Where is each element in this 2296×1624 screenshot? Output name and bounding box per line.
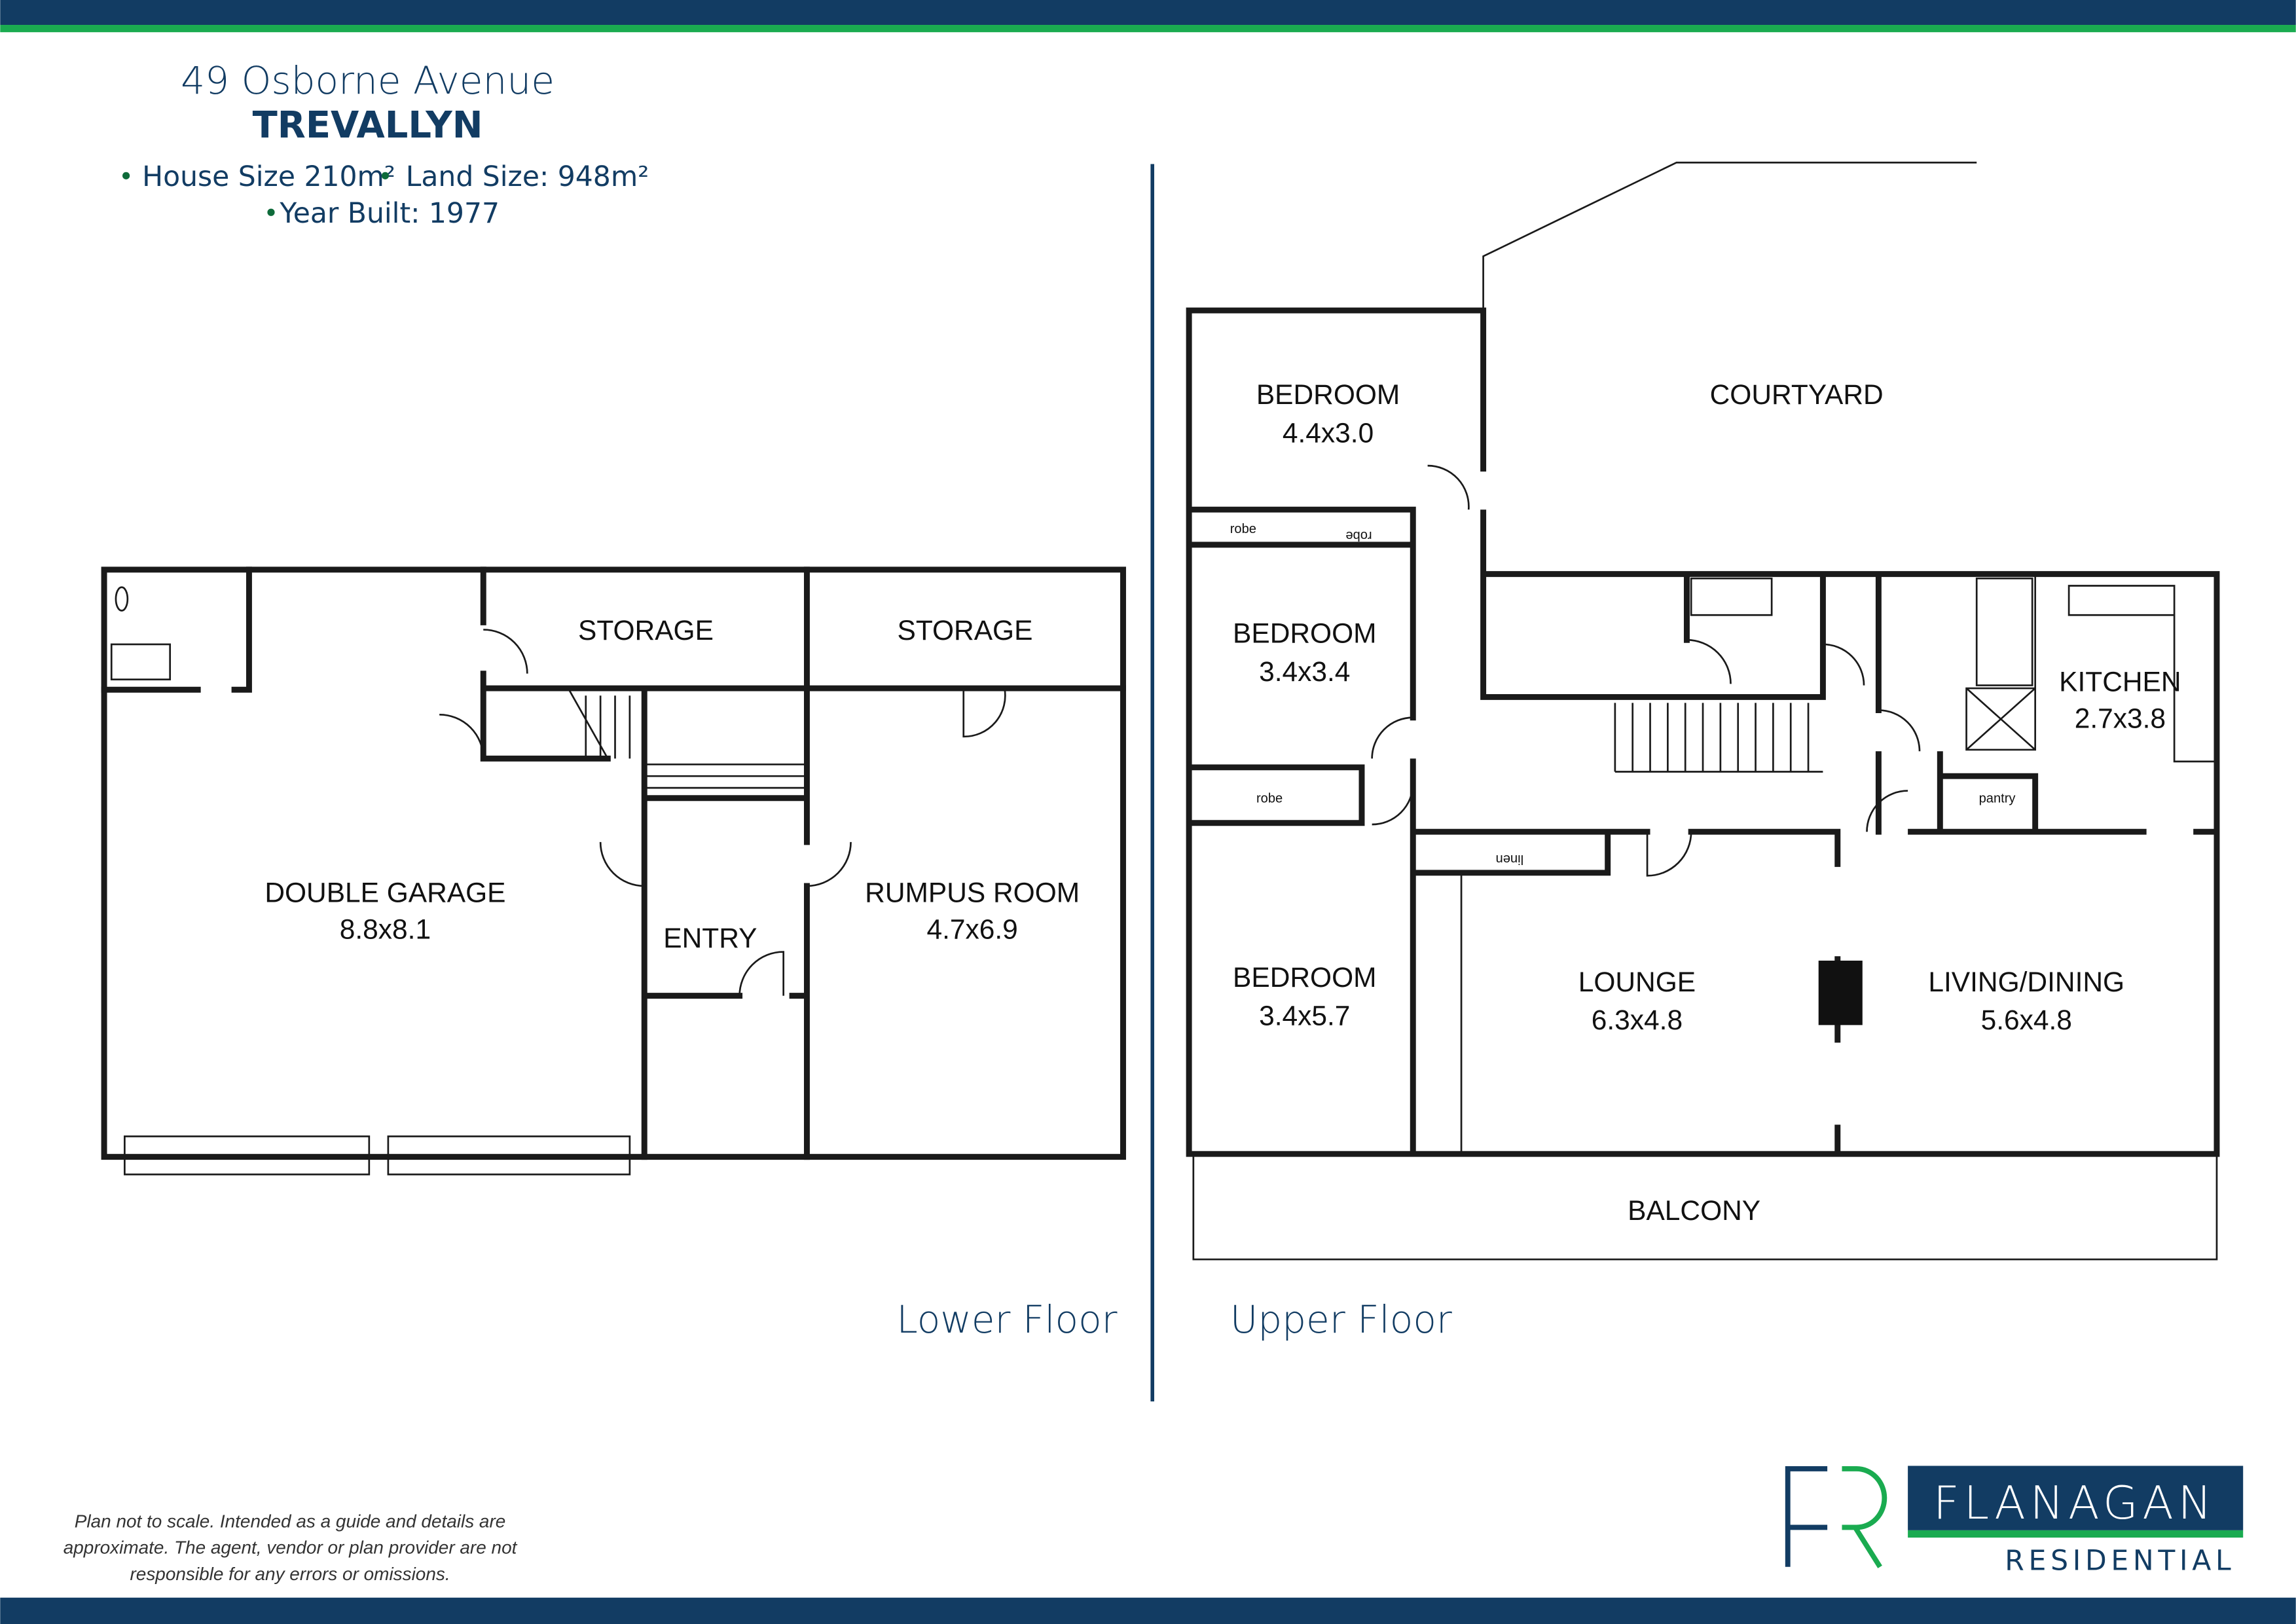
lounge-size: 6.3x4.8 [1592, 1005, 1683, 1036]
lounge-label: LOUNGE [1578, 967, 1696, 998]
disclaimer-line-2: approximate. The agent, vendor or plan p… [64, 1538, 518, 1558]
disclaimer-line-3: responsible for any errors or omissions. [130, 1564, 450, 1584]
robe-2-label: robe [1345, 528, 1372, 543]
year-built: Year Built: 1977 [279, 198, 500, 230]
living-size: 5.6x4.8 [1981, 1005, 2072, 1036]
bedroom-3-size: 3.4x5.7 [1259, 1001, 1350, 1031]
disclaimer-line-1: Plan not to scale. Intended as a guide a… [75, 1511, 506, 1531]
bedroom-3-label: BEDROOM [1233, 963, 1376, 993]
storage-2-label: STORAGE [898, 616, 1033, 646]
rumpus-size: 4.7x6.9 [926, 914, 1017, 945]
balcony-label: BALCONY [1628, 1196, 1760, 1227]
logo-name: FLANAGAN [1933, 1477, 2216, 1530]
storage-1-label: STORAGE [578, 616, 714, 646]
flanagan-logo: FLANAGAN RESIDENTIAL [1785, 1466, 2244, 1577]
suburb: TREVALLYN [253, 104, 483, 147]
top-bar-accent [0, 25, 2296, 33]
garage-label: DOUBLE GARAGE [264, 878, 505, 909]
courtyard-label: COURTYARD [1710, 380, 1884, 411]
lower-floor-plan: STORAGE STORAGE DOUBLE GARAGE 8.8x8.1 EN… [101, 566, 1126, 1175]
robe-3-label: robe [1256, 791, 1283, 805]
upper-floor-plan: BEDROOM 4.4x3.0 COURTYARD BEDROOM 3.4x3.… [1186, 161, 2220, 1261]
rumpus-label: RUMPUS ROOM [865, 878, 1080, 909]
garage-size: 8.8x8.1 [340, 914, 431, 945]
lower-floor-title: Lower Floor [896, 1297, 1117, 1342]
address: 49 Osborne Avenue [181, 58, 555, 103]
bottom-bar [0, 1597, 2296, 1624]
logo-sub: RESIDENTIAL [2005, 1545, 2235, 1577]
upper-floor-title: Upper Floor [1230, 1297, 1452, 1342]
top-bar [0, 0, 2296, 26]
kitchen-label: KITCHEN [2059, 667, 2181, 698]
pantry-label: pantry [1979, 791, 2016, 805]
land-size: Land Size: 948m² [406, 161, 649, 193]
bedroom-1-size: 4.4x3.0 [1283, 418, 1374, 449]
living-label: LIVING/DINING [1928, 967, 2124, 998]
robe-1-label: robe [1230, 522, 1256, 536]
kitchen-size: 2.7x3.8 [2075, 703, 2166, 734]
bedroom-2-label: BEDROOM [1233, 619, 1376, 650]
entry-label: ENTRY [663, 923, 757, 954]
house-size: House Size 210m² [142, 161, 395, 193]
bedroom-2-size: 3.4x3.4 [1259, 657, 1350, 688]
linen-label: linen [1496, 852, 1524, 866]
bedroom-1-label: BEDROOM [1256, 380, 1400, 411]
